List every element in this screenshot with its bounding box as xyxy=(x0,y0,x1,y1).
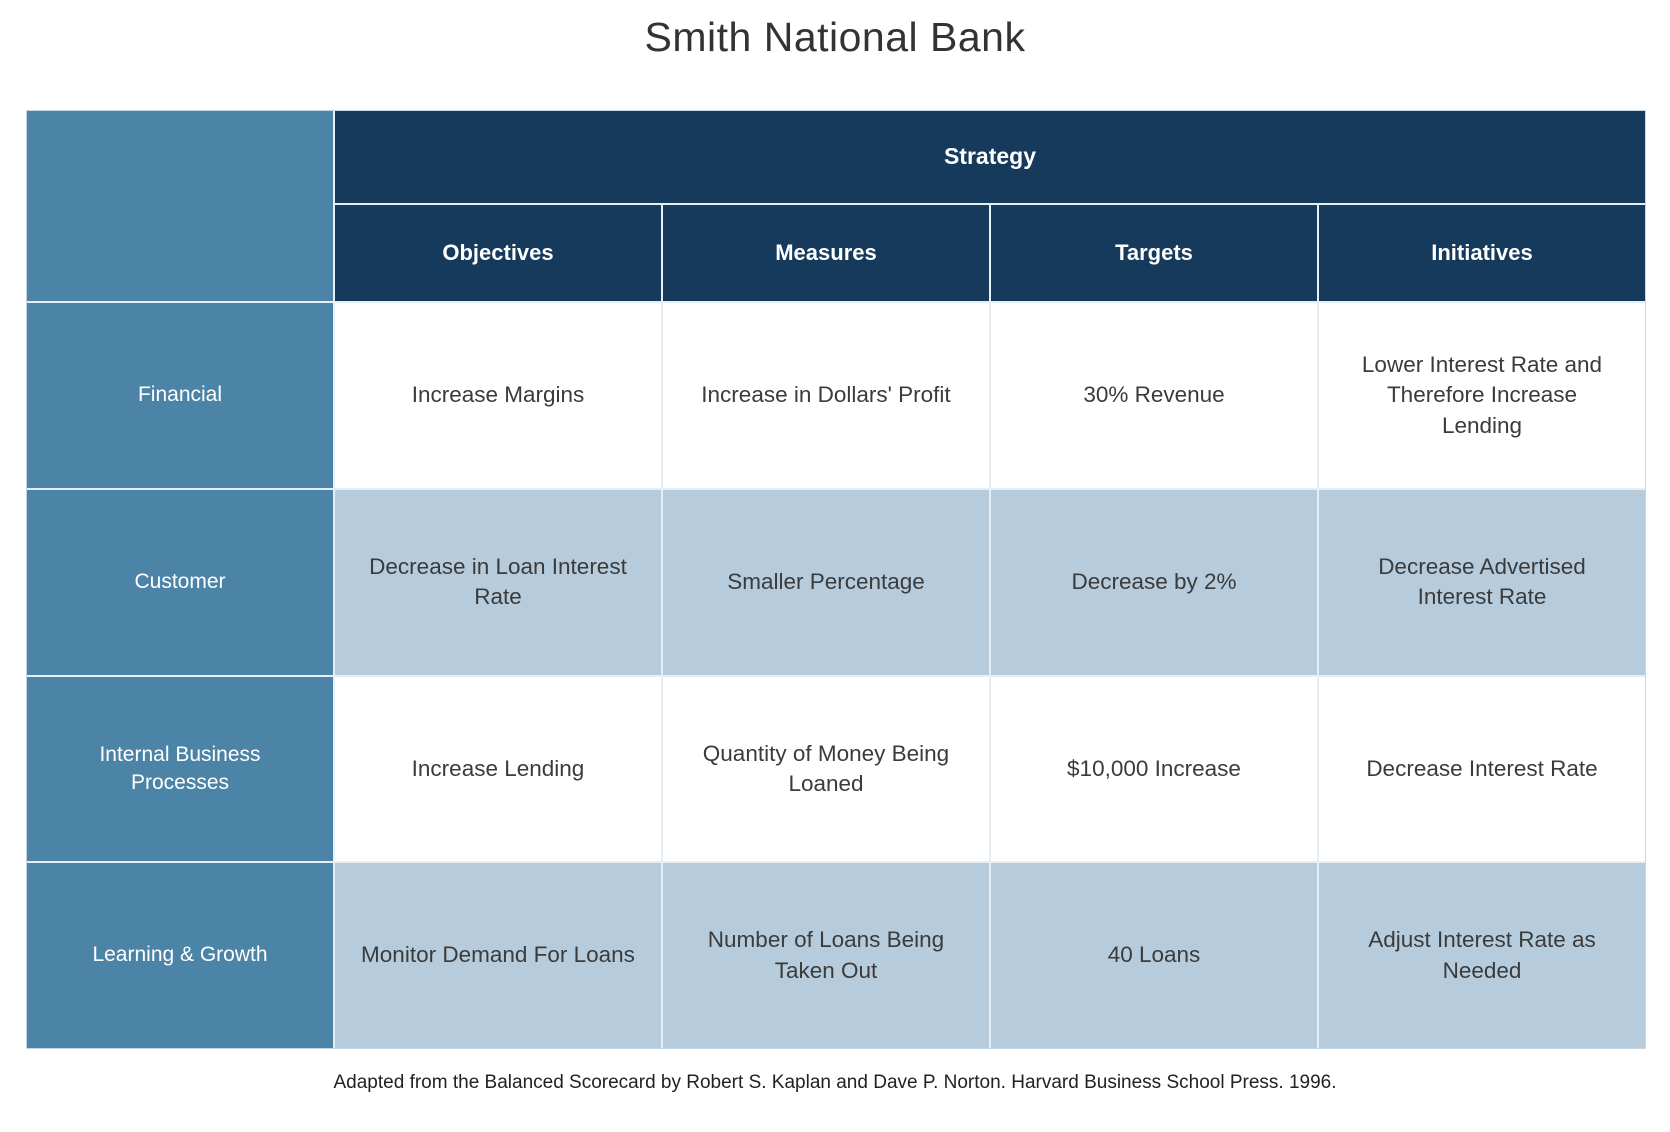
cell-financial-initiatives: Lower Interest Rate and Therefore Increa… xyxy=(1319,303,1645,488)
column-header-objectives: Objectives xyxy=(335,205,661,301)
cell-lg-measures: Number of Loans Being Taken Out xyxy=(663,863,989,1048)
attribution-caption: Adapted from the Balanced Scorecard by R… xyxy=(333,1072,1337,1093)
corner-spacer-cell xyxy=(27,111,333,301)
cell-lg-objectives: Monitor Demand For Loans xyxy=(335,863,661,1048)
cell-ibp-objectives: Increase Lending xyxy=(335,676,661,862)
scorecard-table: Strategy Objectives Measures Targets Ini… xyxy=(26,110,1646,1049)
cell-customer-targets: Decrease by 2% xyxy=(991,489,1317,675)
page-title: Smith National Bank xyxy=(644,14,1026,60)
cell-customer-measures: Smaller Percentage xyxy=(663,489,989,675)
cell-lg-initiatives: Adjust Interest Rate as Needed xyxy=(1319,863,1645,1048)
cell-ibp-targets: $10,000 Increase xyxy=(991,676,1317,862)
row-header-internal-business-processes: Internal Business Processes xyxy=(27,676,333,862)
cell-customer-objectives: Decrease in Loan Interest Rate xyxy=(335,489,661,675)
row-header-financial: Financial xyxy=(27,303,333,488)
column-header-initiatives: Initiatives xyxy=(1319,205,1645,301)
cell-ibp-measures: Quantity of Money Being Loaned xyxy=(663,676,989,862)
column-header-targets: Targets xyxy=(991,205,1317,301)
cell-financial-targets: 30% Revenue xyxy=(991,303,1317,488)
row-header-learning-growth: Learning & Growth xyxy=(27,863,333,1048)
cell-financial-measures: Increase in Dollars' Profit xyxy=(663,303,989,488)
cell-lg-targets: 40 Loans xyxy=(991,863,1317,1048)
cell-customer-initiatives: Decrease Advertised Interest Rate xyxy=(1319,489,1645,675)
strategy-header-cell: Strategy xyxy=(335,111,1645,203)
column-header-measures: Measures xyxy=(663,205,989,301)
cell-financial-objectives: Increase Margins xyxy=(335,303,661,488)
row-header-customer: Customer xyxy=(27,489,333,675)
cell-ibp-initiatives: Decrease Interest Rate xyxy=(1319,676,1645,862)
